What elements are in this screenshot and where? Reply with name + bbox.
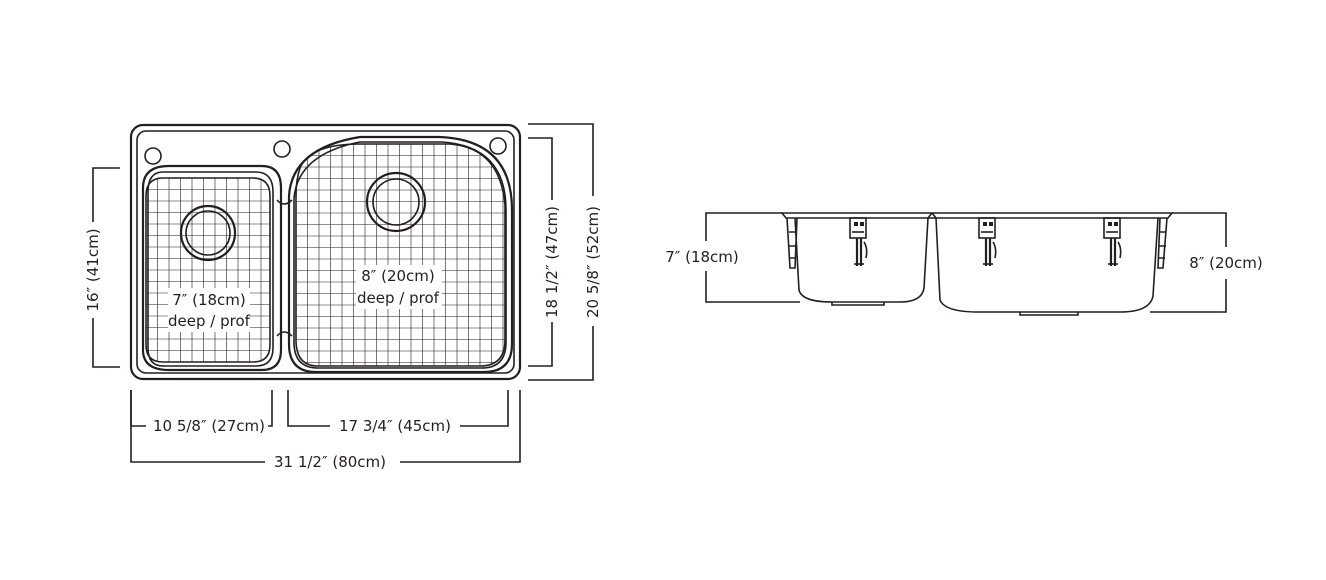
left-bowl-depth-label: 7″ (18cm) deep / prof — [168, 288, 251, 332]
right-drain-inner — [372, 178, 420, 226]
dim-left-bowl-height: 16″ (41cm) — [84, 167, 120, 368]
side-right-basin — [935, 217, 1159, 313]
side-clip-right — [1157, 217, 1168, 269]
right-bowl-grid — [296, 144, 505, 366]
side-flange — [780, 212, 1174, 219]
bowl-divider — [276, 199, 293, 337]
right-bowl-depth-label: 8″ (20cm) deep / prof — [356, 265, 442, 309]
right-bowl-width-label: 17 3/4″ (45cm) — [339, 417, 451, 435]
sink-top-view: 7″ (18cm) deep / prof 8″ (20cm) deep / p… — [84, 123, 602, 471]
faucet-hole-right — [489, 137, 507, 155]
right-grid-frame — [295, 143, 506, 367]
right-bowl-outline — [287, 135, 514, 374]
right-depth-line2: deep / prof — [357, 289, 440, 307]
right-depth-line1: 8″ (20cm) — [361, 267, 435, 285]
left-drain-outer — [179, 204, 237, 262]
sink-outer-rim — [129, 123, 522, 381]
right-bowl-inner — [293, 141, 507, 369]
dim-right-bowl-height: 18 1/2″ (47cm) — [528, 137, 561, 367]
left-depth-line2: deep / prof — [168, 312, 251, 330]
left-depth-line1: 7″ (18cm) — [172, 291, 246, 309]
mount-bracket-2 — [978, 217, 997, 266]
faucet-hole-center — [273, 140, 291, 158]
left-bowl-height-label: 16″ (41cm) — [84, 228, 102, 311]
side-right-depth-label: 8″ (20cm) — [1189, 254, 1263, 272]
left-grid-frame — [145, 177, 271, 363]
sink-side-view: 7″ (18cm) 8″ (20cm) — [665, 212, 1263, 316]
dim-overall-width: 31 1/2″ (80cm) — [130, 390, 521, 471]
faucet-hole-left — [144, 147, 162, 165]
side-divider — [927, 212, 937, 219]
dim-left-bowl-width: 10 5/8″ (27cm) — [130, 390, 273, 435]
left-bowl-outline — [141, 164, 283, 372]
mount-bracket-1 — [849, 217, 868, 266]
right-bowl-height-label: 18 1/2″ (47cm) — [543, 206, 561, 318]
side-left-depth-label: 7″ (18cm) — [665, 248, 739, 266]
right-drain-outer — [365, 171, 427, 233]
mount-bracket-3 — [1103, 217, 1122, 266]
side-clip-left — [786, 217, 798, 269]
left-drain-inner — [185, 210, 231, 256]
dim-left-depth: 7″ (18cm) — [665, 212, 800, 303]
left-bowl-width-label: 10 5/8″ (27cm) — [153, 417, 265, 435]
dim-right-bowl-width: 17 3/4″ (45cm) — [287, 390, 509, 435]
side-right-drain — [1019, 312, 1079, 316]
overall-height-label: 20 5/8″ (52cm) — [584, 206, 602, 318]
dim-right-depth: 8″ (20cm) — [1150, 212, 1263, 313]
overall-width-label: 31 1/2″ (80cm) — [274, 453, 386, 471]
dim-overall-height: 20 5/8″ (52cm) — [528, 123, 602, 381]
side-left-drain — [831, 302, 885, 306]
side-left-basin — [794, 217, 929, 303]
